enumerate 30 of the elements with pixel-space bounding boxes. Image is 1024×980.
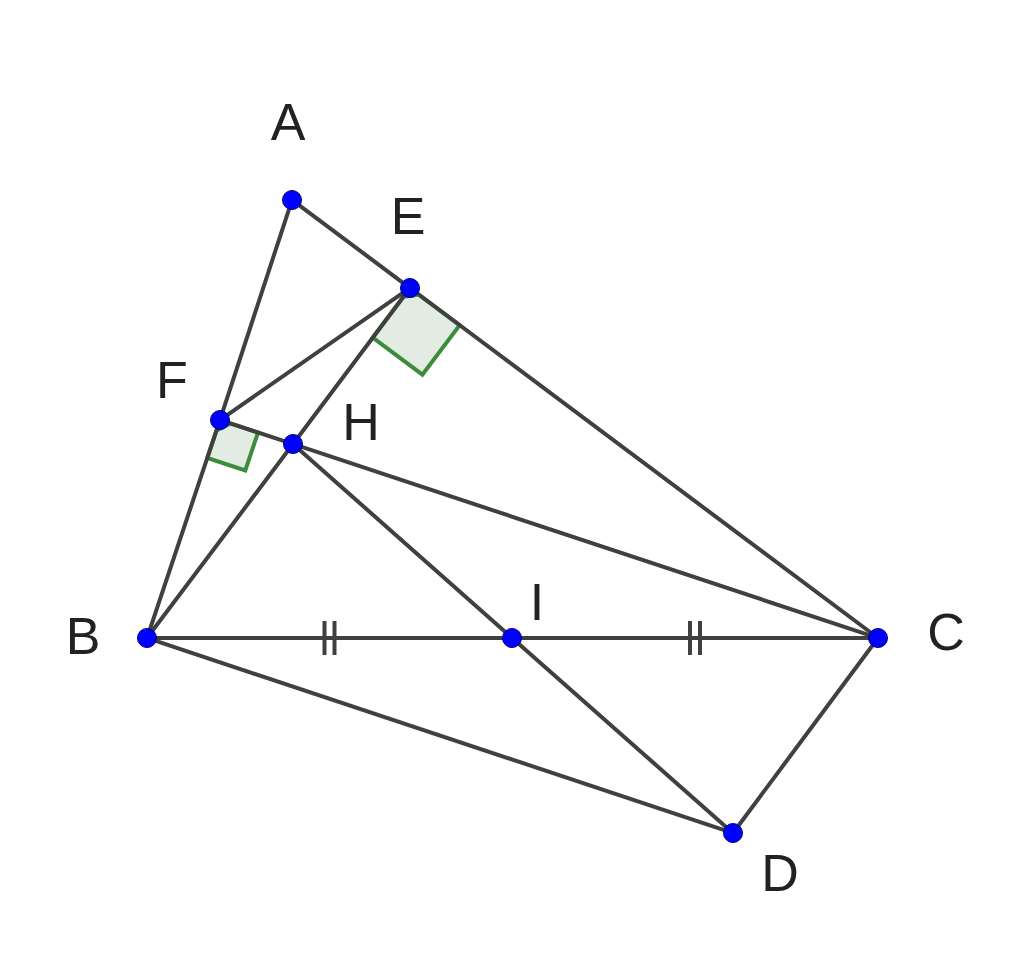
line-segment [155, 636, 504, 640]
line-segment [300, 445, 871, 637]
point-label: D [761, 847, 799, 899]
line-segment [736, 644, 875, 827]
line-segment [227, 421, 286, 443]
point-label: F [156, 354, 188, 406]
line-segment [517, 642, 728, 829]
line-segment [151, 450, 289, 632]
point-dot [723, 823, 743, 843]
point-label: B [65, 610, 101, 662]
point-label: E [390, 190, 426, 242]
point-label: A [270, 96, 306, 148]
point-dot [283, 434, 303, 454]
line-segment [297, 294, 406, 438]
line-segment [520, 636, 870, 640]
line-segment [298, 204, 404, 284]
line-segment [154, 639, 726, 832]
point-dot [137, 628, 157, 648]
point-label: H [342, 396, 380, 448]
line-segment [226, 291, 404, 417]
point-label: C [927, 606, 965, 658]
line-segment [221, 207, 291, 413]
point-dot [282, 190, 302, 210]
line-segment [148, 427, 219, 631]
point-label: I [529, 576, 545, 628]
point-dot [210, 410, 230, 430]
line-segment [416, 292, 872, 634]
point-dot [868, 628, 888, 648]
line-segment [298, 448, 507, 634]
point-dot [502, 628, 522, 648]
